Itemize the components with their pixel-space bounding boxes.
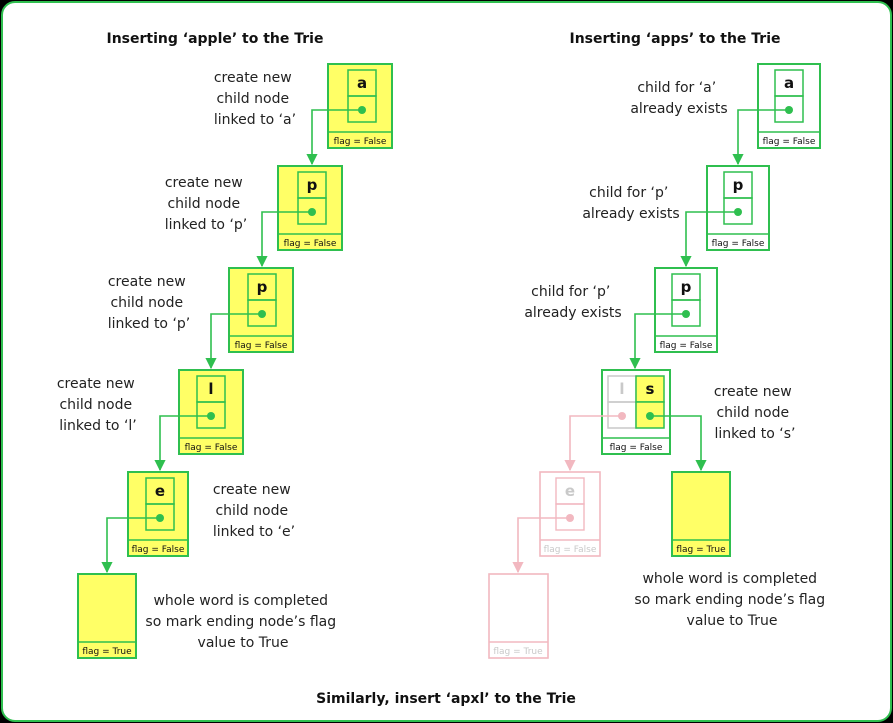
node-letter: p (257, 278, 268, 296)
link-arrow (650, 415, 707, 472)
note-left-end: whole word is completed so mark ending n… (145, 593, 340, 651)
note-right-a: child for ‘a’ already exists (630, 80, 727, 117)
link-arrow (101, 517, 160, 574)
left-links (101, 109, 362, 574)
node-letter-faded: l (619, 380, 624, 398)
pointer-dot (156, 514, 164, 522)
link-arrow (680, 211, 738, 268)
link-arrow (306, 109, 362, 166)
title-left: Inserting ‘apple’ to the Trie (107, 31, 324, 47)
link-arrow (256, 211, 312, 268)
note-left-e: create new child node linked to ‘e’ (213, 482, 295, 540)
node-flag-faded: flag = False (544, 545, 597, 555)
right-links-faded (512, 415, 622, 574)
node-letter: a (784, 74, 794, 92)
node-letter: p (681, 278, 692, 296)
left-node-e: e flag = False (127, 471, 189, 557)
node-flag: flag = False (712, 239, 765, 249)
node-letter: a (357, 74, 367, 92)
title-bottom: Similarly, insert ‘apxl’ to the Trie (316, 691, 576, 707)
pointer-dot (258, 310, 266, 318)
pointer-dot (734, 208, 742, 216)
pointer-dot (785, 106, 793, 114)
right-node-end-faded: flag = True (488, 573, 549, 659)
left-node-end: flag = True (77, 573, 137, 659)
note-left-p1: create new child node linked to ‘p’ (165, 175, 248, 233)
link-arrow (629, 313, 686, 370)
node-flag: flag = False (235, 341, 288, 351)
note-right-p2: child for ‘p’ already exists (524, 284, 621, 321)
node-flag-faded: flag = True (493, 647, 543, 657)
left-node-a: a flag = False (327, 63, 393, 149)
node-letter: e (155, 482, 165, 500)
right-node-end-s: flag = True (671, 471, 731, 557)
node-flag: flag = False (132, 545, 185, 555)
left-node-p2: p flag = False (228, 267, 294, 353)
left-node-p1: p flag = False (277, 165, 343, 251)
link-arrow (732, 109, 789, 166)
pointer-dot (358, 106, 366, 114)
pointer-dot-faded (566, 514, 574, 522)
node-letter: s (646, 380, 655, 398)
note-left-a: create new child node linked to ‘a’ (214, 70, 296, 128)
node-flag: flag = False (660, 341, 713, 351)
node-flag: flag = False (284, 239, 337, 249)
right-link-dots (566, 106, 793, 522)
note-right-p1: child for ‘p’ already exists (582, 185, 679, 222)
pointer-dot-faded (618, 412, 626, 420)
link-arrow-faded (564, 415, 622, 472)
node-letter: p (307, 176, 318, 194)
link-arrow (205, 313, 262, 370)
node-flag: flag = False (185, 443, 238, 453)
note-left-l: create new child node linked to ‘l’ (57, 376, 139, 434)
node-letter-faded: e (565, 482, 575, 500)
note-left-p2: create new child node linked to ‘p’ (108, 274, 191, 332)
note-right-end: whole word is completed so mark ending n… (634, 571, 829, 629)
pointer-dot (308, 208, 316, 216)
pointer-dot (682, 310, 690, 318)
left-link-dots (156, 106, 366, 522)
node-flag: flag = False (334, 137, 387, 147)
pointer-dot (646, 412, 654, 420)
link-arrow (154, 415, 211, 472)
right-node-ls: l s flag = False (601, 369, 671, 455)
node-flag: flag = True (676, 545, 726, 555)
right-links (629, 109, 789, 472)
node-flag: flag = False (763, 137, 816, 147)
node-flag: flag = True (82, 647, 132, 657)
title-right: Inserting ‘apps’ to the Trie (569, 31, 780, 47)
node-letter: p (733, 176, 744, 194)
note-right-s: create new child node linked to ‘s’ (714, 384, 796, 442)
node-flag: flag = False (610, 443, 663, 453)
link-arrow-faded (512, 517, 570, 574)
pointer-dot (207, 412, 215, 420)
node-letter: l (208, 380, 213, 398)
left-node-l: l flag = False (178, 369, 244, 455)
